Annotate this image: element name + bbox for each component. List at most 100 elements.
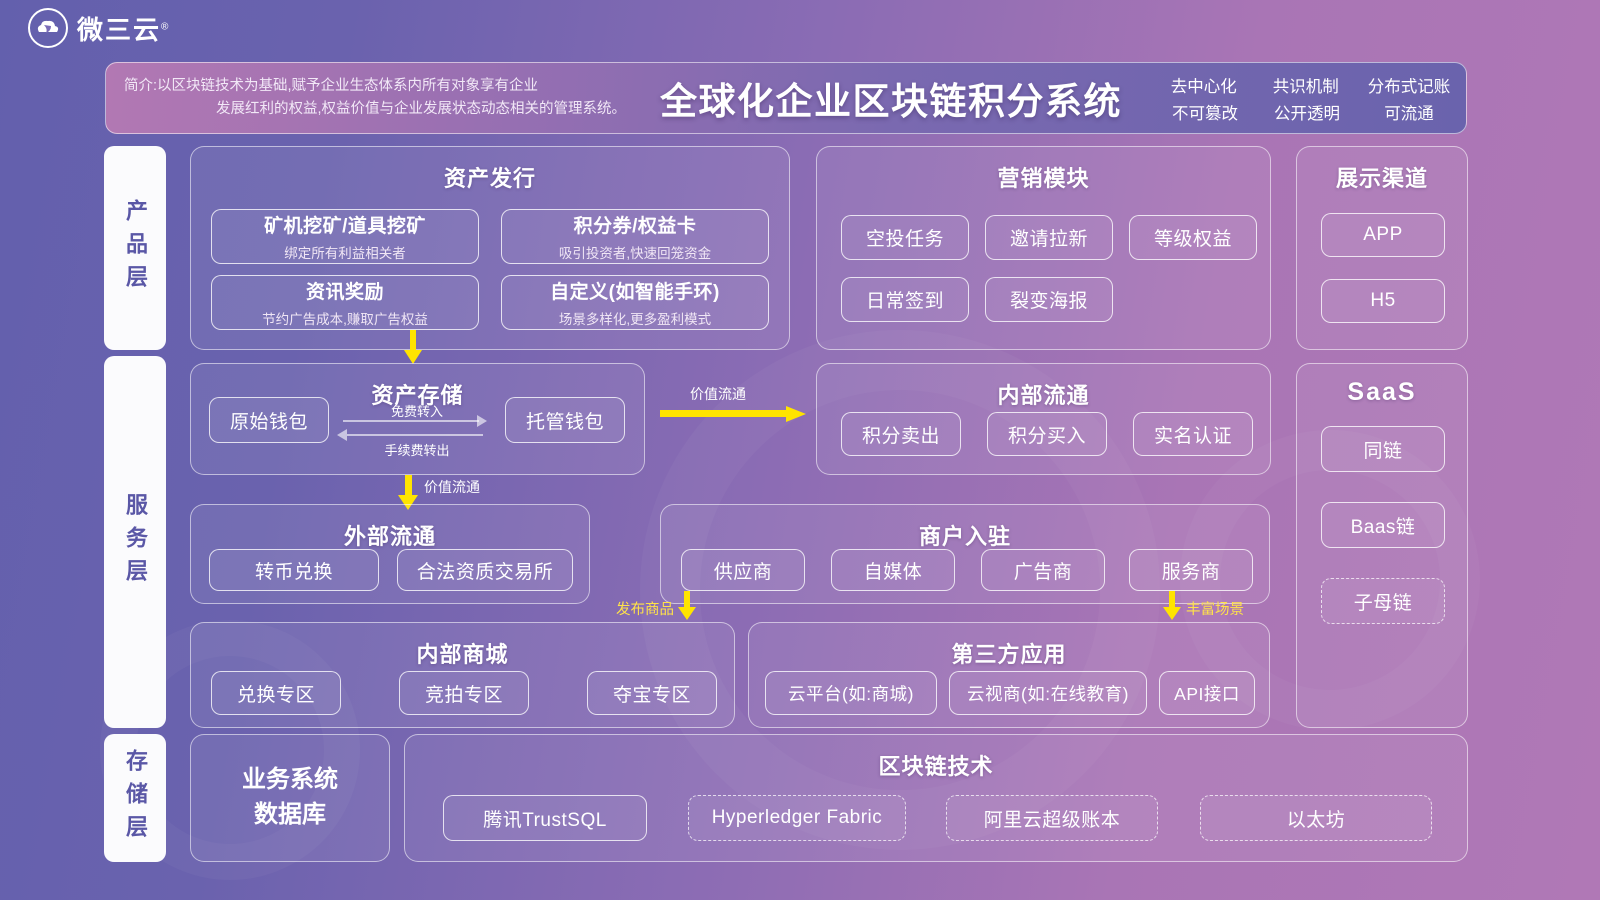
chip-app-label: APP [1363, 224, 1403, 245]
panel-marketing: 营销模块 空投任务 邀请拉新 等级权益 日常签到 裂变海报 [816, 146, 1271, 350]
chip-parent-child-chain[interactable]: 子母链 [1321, 578, 1445, 624]
chip-supplier-label: 供应商 [713, 561, 773, 583]
tag-consensus: 共识机制 [1272, 77, 1339, 96]
chip-ethereum[interactable]: 以太坊 [1200, 795, 1432, 841]
chip-tongchain[interactable]: 同链 [1321, 426, 1445, 472]
chip-tongchain-label: 同链 [1363, 440, 1403, 462]
chip-custom-title: 自定义(如智能手环) [550, 282, 720, 303]
chip-airdrop-task[interactable]: 空投任务 [841, 215, 969, 260]
chip-service-provider-label: 服务商 [1161, 561, 1221, 583]
label-value-flow-right: 价值流通 [690, 386, 746, 402]
tag-distributed-ledger: 分布式记账 [1367, 77, 1451, 96]
panel-title-saas: SaaS [1347, 378, 1417, 406]
arrow-transfer-in-line [343, 420, 479, 422]
chip-points-buy-label: 积分买入 [1007, 425, 1086, 447]
feature-tags-row-1: 去中心化 共识机制 分布式记账 [1164, 73, 1451, 97]
label-rich-scenarios: 丰富场景 [1186, 602, 1244, 618]
intro-text: 简介:以区块链技术为基础,赋予企业生态体系内所有对象享有企业 发展红利的权益,权… [106, 75, 626, 122]
chip-exchange-zone-label: 兑换专区 [236, 684, 315, 706]
business-db-line-2: 数据库 [254, 801, 326, 828]
chip-h5[interactable]: H5 [1321, 279, 1445, 323]
label-transfer-out: 手续费转出 [384, 443, 450, 458]
chip-points-buy[interactable]: 积分买入 [987, 412, 1107, 456]
intro-line-1: 简介:以区块链技术为基础,赋予企业生态体系内所有对象享有企业 [124, 77, 539, 94]
chip-parent-child-chain-label: 子母链 [1353, 592, 1413, 614]
chip-level-benefits[interactable]: 等级权益 [1129, 215, 1257, 260]
cloud-logo-icon [28, 8, 68, 48]
chip-treasure-zone[interactable]: 夺宝专区 [587, 671, 717, 715]
chip-service-provider[interactable]: 服务商 [1129, 549, 1253, 591]
chip-cloud-platform-label: 云平台(如:商城) [787, 683, 915, 704]
chip-fission-poster[interactable]: 裂变海报 [985, 277, 1113, 322]
tag-circulatable: 可流通 [1384, 104, 1434, 123]
chip-mining-title: 矿机挖矿/道具挖矿 [264, 216, 426, 237]
arrow-value-flow-right [660, 406, 808, 422]
chip-points-sell[interactable]: 积分卖出 [841, 412, 961, 456]
chip-hyperledger-fabric[interactable]: Hyperledger Fabric [688, 795, 906, 841]
chip-airdrop-task-label: 空投任务 [865, 229, 944, 250]
panel-blockchain-tech: 区块链技术 腾讯TrustSQL Hyperledger Fabric 阿里云超… [404, 734, 1468, 862]
chip-points-voucher[interactable]: 积分券/权益卡 吸引投资者,快速回笼资金 [501, 209, 769, 264]
chip-supplier[interactable]: 供应商 [681, 549, 805, 591]
business-db-line-1: 业务系统 [242, 766, 338, 794]
layer-label-service-text: 服务层 [123, 492, 148, 592]
chip-fission-poster-label: 裂变海报 [1009, 291, 1088, 312]
chip-points-voucher-sub: 吸引投资者,快速回笼资金 [558, 246, 712, 261]
chip-advertiser-label: 广告商 [1013, 561, 1073, 583]
feature-tags: 去中心化 共识机制 分布式记账 不可篡改 公开透明 可流通 [1156, 73, 1466, 124]
chip-original-wallet[interactable]: 原始钱包 [209, 397, 329, 443]
chip-self-media-label: 自媒体 [863, 561, 923, 583]
chip-points-sell-label: 积分卖出 [861, 425, 940, 447]
chip-baas-chain-label: Baas链 [1350, 516, 1416, 538]
panel-asset-issue: 资产发行 矿机挖矿/道具挖矿 绑定所有利益相关者 积分券/权益卡 吸引投资者,快… [190, 146, 790, 350]
arrow-publish-goods [678, 591, 696, 623]
chip-alicloud-ledger[interactable]: 阿里云超级账本 [946, 795, 1158, 841]
chip-custom-sub: 场景多样化,更多盈利模式 [558, 312, 712, 327]
arrow-issue-to-storage [404, 330, 422, 364]
panel-title-internal-mall: 内部商城 [416, 642, 509, 667]
chip-legal-exchange[interactable]: 合法资质交易所 [397, 549, 573, 591]
chip-coin-exchange[interactable]: 转币兑换 [209, 549, 379, 591]
top-bar: 微三云® [0, 0, 1600, 60]
chip-points-voucher-title: 积分券/权益卡 [573, 216, 697, 237]
chip-daily-checkin[interactable]: 日常签到 [841, 277, 969, 322]
layer-label-service: 服务层 [104, 356, 166, 728]
panel-title-merchant-entry: 商户入驻 [918, 524, 1011, 549]
chip-tencent-trustsql-label: 腾讯TrustSQL [483, 809, 607, 831]
panel-title-display-channel: 展示渠道 [1335, 166, 1428, 191]
chip-ethereum-label: 以太坊 [1286, 809, 1346, 831]
chip-real-name-auth[interactable]: 实名认证 [1133, 412, 1253, 456]
chip-app[interactable]: APP [1321, 213, 1445, 257]
chip-self-media[interactable]: 自媒体 [831, 549, 955, 591]
tag-transparent: 公开透明 [1274, 104, 1340, 123]
chip-baas-chain[interactable]: Baas链 [1321, 502, 1445, 548]
chip-invite-new[interactable]: 邀请拉新 [985, 215, 1113, 260]
chip-cloud-video-merchant[interactable]: 云视商(如:在线教育) [949, 671, 1147, 715]
chip-legal-exchange-label: 合法资质交易所 [416, 561, 554, 583]
chip-advertiser[interactable]: 广告商 [981, 549, 1105, 591]
page-title: 全球化企业区块链积分系统 [660, 81, 1122, 122]
chip-info-reward-sub: 节约广告成本,赚取广告权益 [262, 312, 428, 327]
chip-custom[interactable]: 自定义(如智能手环) 场景多样化,更多盈利模式 [501, 275, 769, 330]
chip-mining-sub: 绑定所有利益相关者 [284, 246, 406, 261]
layer-label-product-text: 产品层 [123, 198, 148, 298]
brand-name: 微三云® [77, 14, 171, 45]
panel-saas: SaaS 同链 Baas链 子母链 [1296, 363, 1468, 728]
chip-exchange-zone[interactable]: 兑换专区 [211, 671, 341, 715]
chip-api-interface[interactable]: API接口 [1159, 671, 1255, 715]
arrow-transfer-out-head [337, 429, 347, 441]
panel-asset-storage: 资产存储 原始钱包 托管钱包 免费转入 手续费转出 [190, 363, 645, 475]
arrow-transfer-in-head [477, 415, 487, 427]
chip-auction-zone[interactable]: 竞拍专区 [399, 671, 529, 715]
layer-label-storage-text: 存储层 [123, 748, 148, 848]
panel-title-asset-storage: 资产存储 [371, 383, 464, 408]
registered-mark: ® [161, 20, 171, 32]
chip-cloud-platform[interactable]: 云平台(如:商城) [765, 671, 937, 715]
chip-custody-wallet[interactable]: 托管钱包 [505, 397, 625, 443]
chip-mining[interactable]: 矿机挖矿/道具挖矿 绑定所有利益相关者 [211, 209, 479, 264]
chip-info-reward[interactable]: 资讯奖励 节约广告成本,赚取广告权益 [211, 275, 479, 330]
panel-external-circulation: 外部流通 转币兑换 合法资质交易所 [190, 504, 590, 604]
panel-merchant-entry: 商户入驻 供应商 自媒体 广告商 服务商 [660, 504, 1270, 604]
panel-internal-circulation: 内部流通 积分卖出 积分买入 实名认证 [816, 363, 1271, 475]
chip-tencent-trustsql[interactable]: 腾讯TrustSQL [443, 795, 647, 841]
